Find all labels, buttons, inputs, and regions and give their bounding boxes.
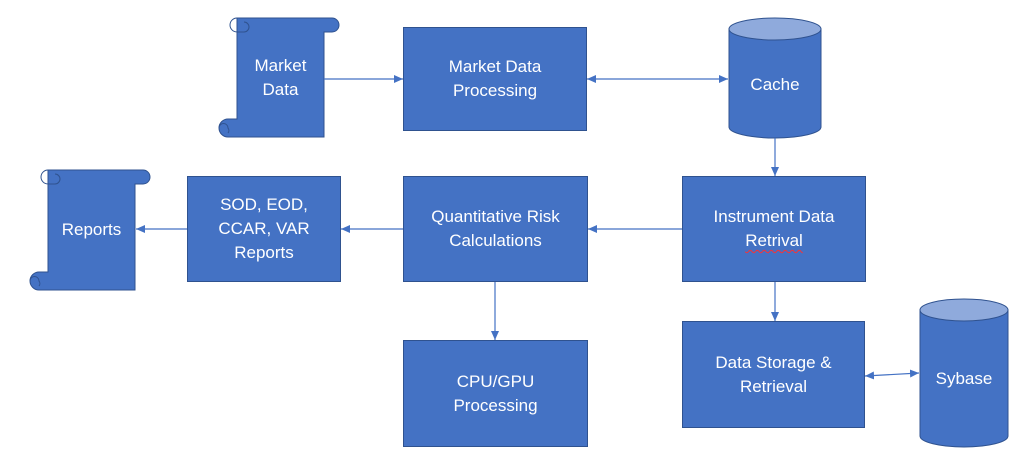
sod-eod-line-3: Reports	[234, 243, 294, 262]
instrument-data-line-2: Retrival	[745, 231, 803, 250]
quantitative-risk-line-2: Calculations	[449, 231, 542, 250]
sybase-node: Sybase	[920, 322, 1008, 436]
quantitative-risk-line-1: Quantitative Risk	[431, 207, 560, 226]
market-data-line-2: Data	[262, 79, 299, 99]
market-data-processing-node: Market Data Processing	[403, 27, 587, 131]
cache-cylinder-shape	[728, 17, 822, 139]
data-storage-line-1: Data Storage &	[715, 352, 832, 372]
cpu-gpu-processing-node: CPU/GPU Processing	[403, 340, 588, 447]
market-data-processing-line-2: Processing	[452, 81, 538, 100]
cache-node: Cache	[729, 40, 821, 130]
reports-label: Reports	[61, 219, 122, 239]
instrument-data-line-1: Instrument Data	[713, 207, 835, 226]
instrument-data-retrival-node: Instrument Data Retrival	[682, 176, 866, 282]
data-storage-line-2: Retrieval	[739, 376, 808, 396]
data-storage-retrieval-node: Data Storage & Retrieval	[682, 321, 865, 428]
sod-eod-reports-node: SOD, EOD, CCAR, VAR Reports	[187, 176, 341, 282]
sybase-cylinder-shape	[919, 298, 1009, 448]
market-data-scroll-shape	[218, 17, 340, 138]
cpu-gpu-line-2: Processing	[453, 395, 538, 415]
reports-scroll-shape	[29, 169, 151, 291]
market-data-line-1: Market	[254, 55, 307, 75]
sybase-label: Sybase	[935, 369, 993, 388]
cache-label: Cache	[750, 75, 800, 94]
arrow-storage-sybase-bidirectional	[864, 369, 920, 380]
sod-eod-line-2: CCAR, VAR	[218, 219, 310, 238]
sod-eod-line-1: SOD, EOD,	[220, 195, 308, 214]
market-data-processing-line-1: Market Data	[448, 57, 542, 76]
reports-node: Reports	[48, 182, 135, 277]
cpu-gpu-line-1: CPU/GPU	[456, 371, 535, 391]
market-data-node: Market Data	[237, 30, 324, 125]
quantitative-risk-node: Quantitative Risk Calculations	[403, 176, 588, 282]
